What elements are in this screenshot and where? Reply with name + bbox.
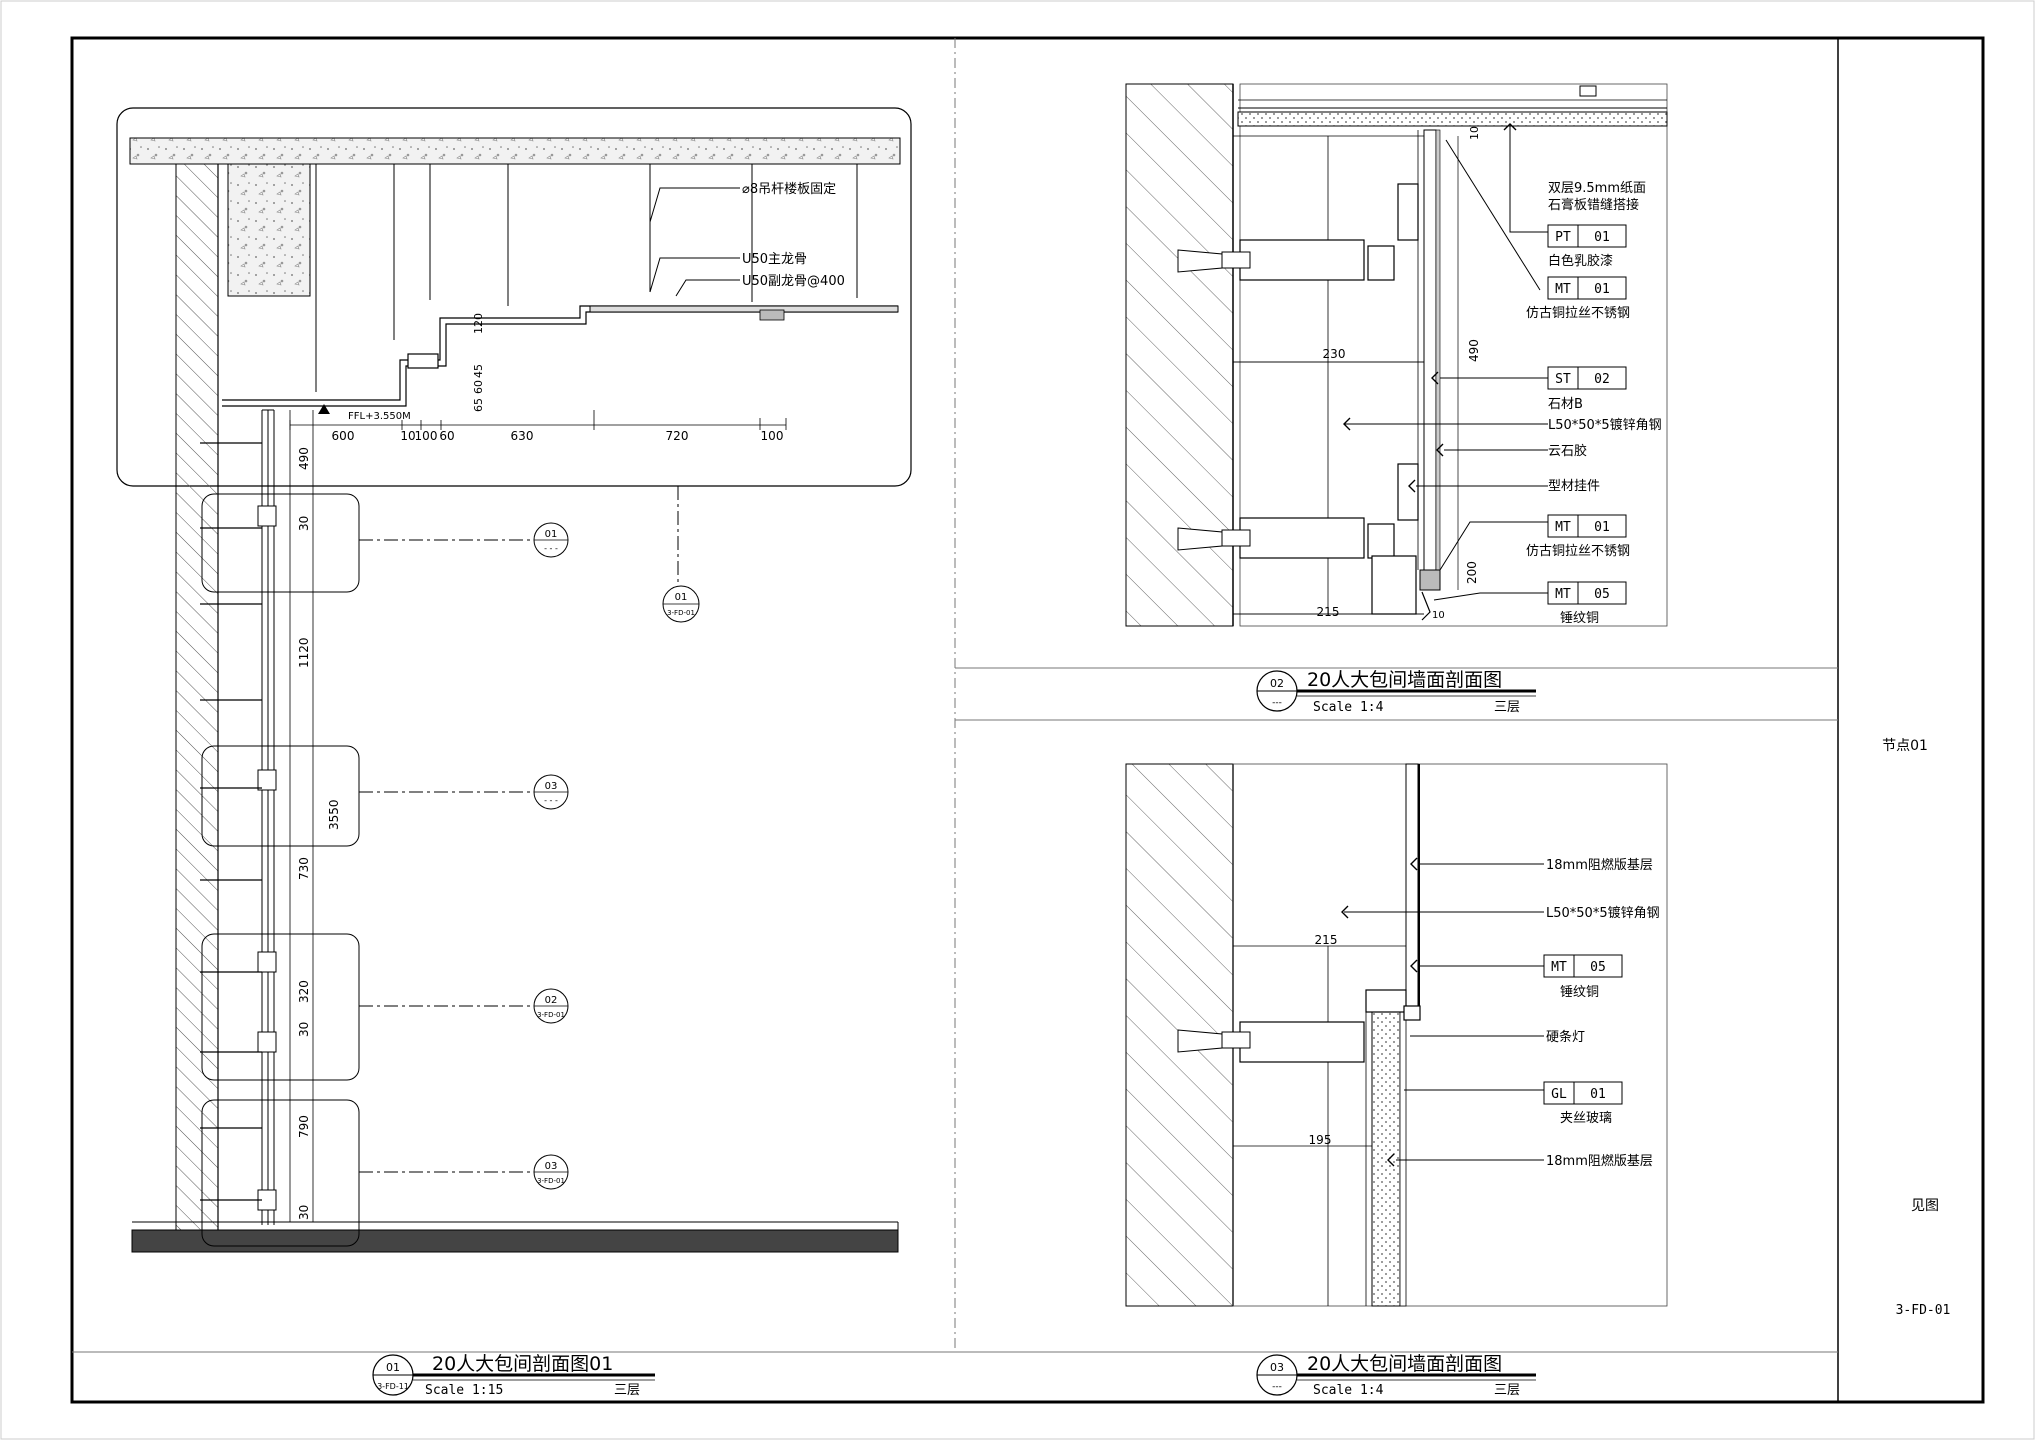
s02-gypsum-line1: 双层9.5mm纸面 [1548,181,1646,196]
s02-mt01a-code-a: MT [1555,282,1571,297]
note-main-keel: U50主龙骨 [742,252,807,267]
s03-mt05-code-b: 05 [1590,960,1606,975]
s02-mt01a-text: 仿古铜拉丝不锈钢 [1526,306,1630,321]
dim-top-1: 600 [332,429,355,443]
section-02-tag-num: 02 [1270,677,1284,690]
section-01-scale: Scale 1:15 [425,1383,503,1398]
see-label: 见图 [1911,1198,1939,1214]
s02-angle-steel: L50*50*5镀锌角钢 [1548,417,1662,433]
section-01-title-block [372,1354,655,1396]
s03-board-upper: 18mm阻燃版基层 [1546,857,1653,873]
s02-glue: 云石胶 [1548,443,1587,459]
callout-4-num: 03 [545,1161,558,1172]
dim-vert-4: 3550 [327,799,341,830]
dim-vert-3: 1120 [297,637,311,668]
dim-top-6: 720 [666,429,689,443]
dim-vert-6: 320 [297,980,311,1003]
s02-pt01-code-a: PT [1555,230,1571,245]
dim-top-4: 60 [439,429,454,443]
section-02-tag-ref: --- [1272,698,1282,708]
callout-1-ref: - - - [544,544,558,553]
note-sub-keel: U50副龙骨@400 [742,274,845,289]
section-01-drawing [116,107,912,1253]
section-02-title-block [1256,670,1536,712]
callout-1-num: 01 [545,529,558,540]
s02-hanger: 型材挂件 [1548,479,1600,494]
note-hanger-rod: ⌀8吊杆楼板固定 [742,182,836,197]
dim-vert-8: 790 [297,1115,311,1138]
dim-vert-2: 30 [297,516,311,531]
section-03-tag-ref: --- [1272,1382,1282,1392]
callout-3-num: 02 [545,995,558,1006]
dim-step-1: 120 [472,313,485,334]
s02-dim-1: 10 [1468,126,1481,140]
s02-mt05-code-b: 05 [1594,587,1610,602]
s02-mt05-code-a: MT [1555,587,1571,602]
s02-dim-5: 200 [1465,561,1479,584]
dim-top-3: 100 [415,429,438,443]
callout-3-ref: 3-FD-01 [537,1011,565,1019]
section-03-title: 20人大包间墙面剖面图 [1307,1353,1502,1375]
callout-2-num: 03 [545,781,558,792]
section-03-title-block [1256,1354,1536,1396]
s02-dim-6: 10 [1432,610,1445,621]
s02-pt01-text: 白色乳胶漆 [1548,253,1613,269]
s02-mt01b-text: 仿古铜拉丝不锈钢 [1526,544,1630,559]
section-01-title: 20人大包间剖面图01 [432,1353,613,1375]
section-02-floor: 三层 [1494,700,1520,715]
s03-gl01-text: 夹丝玻璃 [1560,1111,1612,1126]
s02-gypsum-line2: 石膏板错缝搭接 [1548,197,1639,213]
section-03-floor: 三层 [1494,1383,1520,1398]
dim-top-7: 100 [761,429,784,443]
dim-vert-5: 730 [297,857,311,880]
s02-mt01b-code-b: 01 [1594,520,1610,535]
node-label: 节点01 [1882,738,1928,754]
s02-mt05-text: 锤纹铜 [1560,611,1599,626]
s02-st02-text: 石材B [1548,397,1583,412]
s03-gl01-code-b: 01 [1590,1087,1606,1102]
section-03-tag-num: 03 [1270,1361,1284,1374]
dim-step-4: 65 [472,398,485,412]
s03-board-lower: 18mm阻燃版基层 [1546,1153,1653,1169]
drawing-number: 3-FD-01 [1896,1303,1951,1318]
elev-tag-num: 01 [675,592,688,603]
section-02-title: 20人大包间墙面剖面图 [1307,669,1502,691]
section-03-scale: Scale 1:4 [1313,1383,1384,1398]
callout-2-ref: - - - [544,796,558,805]
dim-top-5: 630 [511,429,534,443]
dim-vert-9: 30 [297,1205,311,1220]
s02-mt01a-code-b: 01 [1594,282,1610,297]
dim-top-2: 10 [400,429,415,443]
ffl-level: FFL+3.550M [348,411,411,422]
s02-pt01-code-b: 01 [1594,230,1610,245]
s02-st02-code-a: ST [1555,372,1571,387]
s03-mt05-code-a: MT [1551,960,1567,975]
s03-light: 硬条灯 [1546,1029,1585,1045]
section-01-floor: 三层 [614,1383,640,1398]
s03-angle-steel: L50*50*5镀锌角钢 [1546,905,1660,921]
section-01-tag-ref: 3-FD-11 [377,1382,409,1391]
s03-mt05-text: 锤纹铜 [1560,985,1599,1000]
s02-mt01b-code-a: MT [1555,520,1571,535]
s02-dim-2: 490 [1467,339,1481,362]
section-02-scale: Scale 1:4 [1313,700,1384,715]
elev-tag-ref: 3-FD-01 [667,609,695,617]
dim-vert-1: 490 [297,447,311,470]
section-03-drawing [1125,763,1668,1307]
dim-vert-7: 30 [297,1022,311,1037]
section-01-tag-num: 01 [386,1361,400,1374]
callout-4-ref: 3-FD-01 [537,1177,565,1185]
s03-dim-1: 215 [1315,933,1338,947]
s02-dim-3: 230 [1323,347,1346,361]
s03-gl01-code-a: GL [1551,1087,1567,1102]
dim-step-2: 45 [472,364,485,378]
s02-st02-code-b: 02 [1594,372,1610,387]
section-02-drawing [1125,83,1668,627]
dim-step-3: 60 [472,380,485,394]
s03-dim-2: 195 [1309,1133,1332,1147]
s02-dim-4: 215 [1317,605,1340,619]
